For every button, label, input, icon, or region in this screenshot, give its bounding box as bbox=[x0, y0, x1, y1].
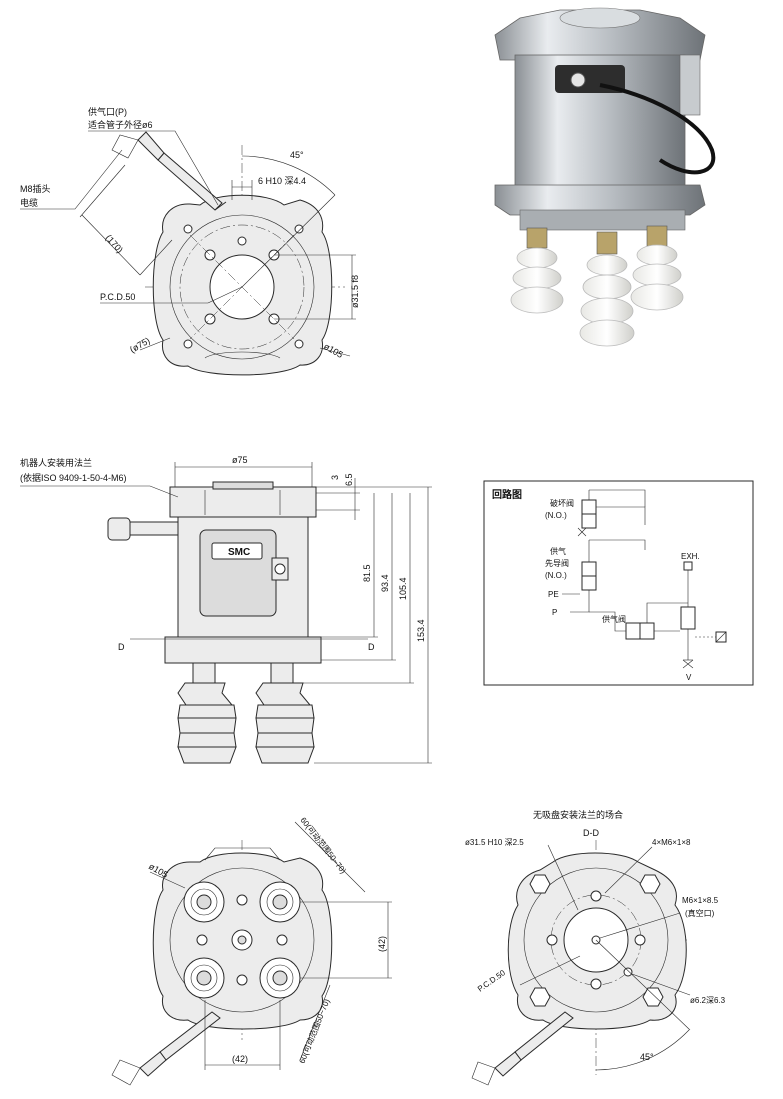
vacuum-thread-label: M6×1×8.5 bbox=[682, 896, 719, 905]
dim-105-4: 105.4 bbox=[398, 577, 408, 600]
dim-dia-75: ø75 bbox=[232, 455, 248, 465]
cable-label: 电缆 bbox=[20, 197, 38, 208]
bore-label: ø31.5 f8 bbox=[350, 275, 360, 308]
bore-label: ø31.5 H10 深2.5 bbox=[465, 838, 524, 847]
section-angle-label: 45° bbox=[640, 1052, 654, 1062]
angle-label: 45° bbox=[290, 150, 304, 160]
top-view: 供气口(P) 适合管子外径ø6 M8插头 电缆 45° 6 H10 深4.4 (… bbox=[20, 106, 360, 376]
section-d-right: D bbox=[368, 642, 375, 652]
supply-port-label: 供气口(P) bbox=[88, 106, 127, 117]
section-heading: 无吸盘安装法兰的场合 bbox=[533, 809, 623, 820]
section-d-left: D bbox=[118, 642, 125, 652]
dim-93-4: 93.4 bbox=[380, 574, 390, 592]
circuit-diagram: 回路图 破坏阀 (N.O.) 供气 先 bbox=[483, 480, 754, 686]
flange-label: 机器人安装用法兰 bbox=[20, 457, 92, 468]
pilot-label-2: 先导阀 bbox=[545, 558, 569, 568]
dim-6-5: 6.5 bbox=[344, 473, 354, 486]
p-label: P bbox=[552, 608, 557, 617]
pilot-label-no: (N.O.) bbox=[545, 571, 567, 580]
break-valve-no: (N.O.) bbox=[545, 511, 567, 520]
supply-valve-label: 供气阀 bbox=[602, 614, 626, 624]
vacuum-port-label: (真空口) bbox=[685, 908, 715, 918]
pe-label: PE bbox=[548, 590, 559, 599]
section-pcd-label: P.C.D.50 bbox=[476, 968, 507, 994]
exh-label: EXH. bbox=[681, 552, 700, 561]
pilot-label-1: 供气 bbox=[550, 546, 566, 556]
pin-label: ø6.2深6.3 bbox=[690, 996, 726, 1005]
dim-153-4: 153.4 bbox=[416, 619, 426, 642]
dia-105-label: ø105 bbox=[322, 341, 345, 360]
section-label: D-D bbox=[583, 828, 599, 838]
section-view: 无吸盘安装法兰的场合 D-D bbox=[465, 809, 726, 1086]
dim-81-5: 81.5 bbox=[362, 564, 372, 582]
pcd-label: P.C.D.50 bbox=[100, 292, 135, 302]
supply-port-tube: 适合管子外径ø6 bbox=[88, 119, 153, 130]
bottom-view: ø105 60(可动范围50~70) (42) (42) 60(可动范围50~7… bbox=[111, 815, 392, 1086]
dim-3: 3 bbox=[330, 475, 340, 480]
smc-logo: SMC bbox=[228, 547, 250, 558]
holes-label: 4×M6×1×8 bbox=[652, 838, 691, 847]
flange-standard: (依据ISO 9409-1-50-4-M6) bbox=[20, 472, 127, 483]
break-valve-label: 破坏阀 bbox=[550, 498, 574, 508]
counterbore-label: 6 H10 深4.4 bbox=[258, 176, 306, 186]
product-photo bbox=[494, 7, 716, 347]
dim-42-bottom: (42) bbox=[232, 1054, 248, 1064]
m8-connector-label: M8插头 bbox=[20, 183, 51, 194]
side-view: SMC bbox=[20, 455, 432, 764]
dia-75-label: (ø75) bbox=[128, 335, 152, 354]
circuit-title: 回路图 bbox=[492, 488, 522, 501]
v-label: V bbox=[686, 673, 692, 682]
dim-dia-105: ø105 bbox=[147, 861, 170, 880]
dim-42-right: (42) bbox=[377, 936, 387, 952]
dim-170: (170) bbox=[104, 233, 125, 255]
